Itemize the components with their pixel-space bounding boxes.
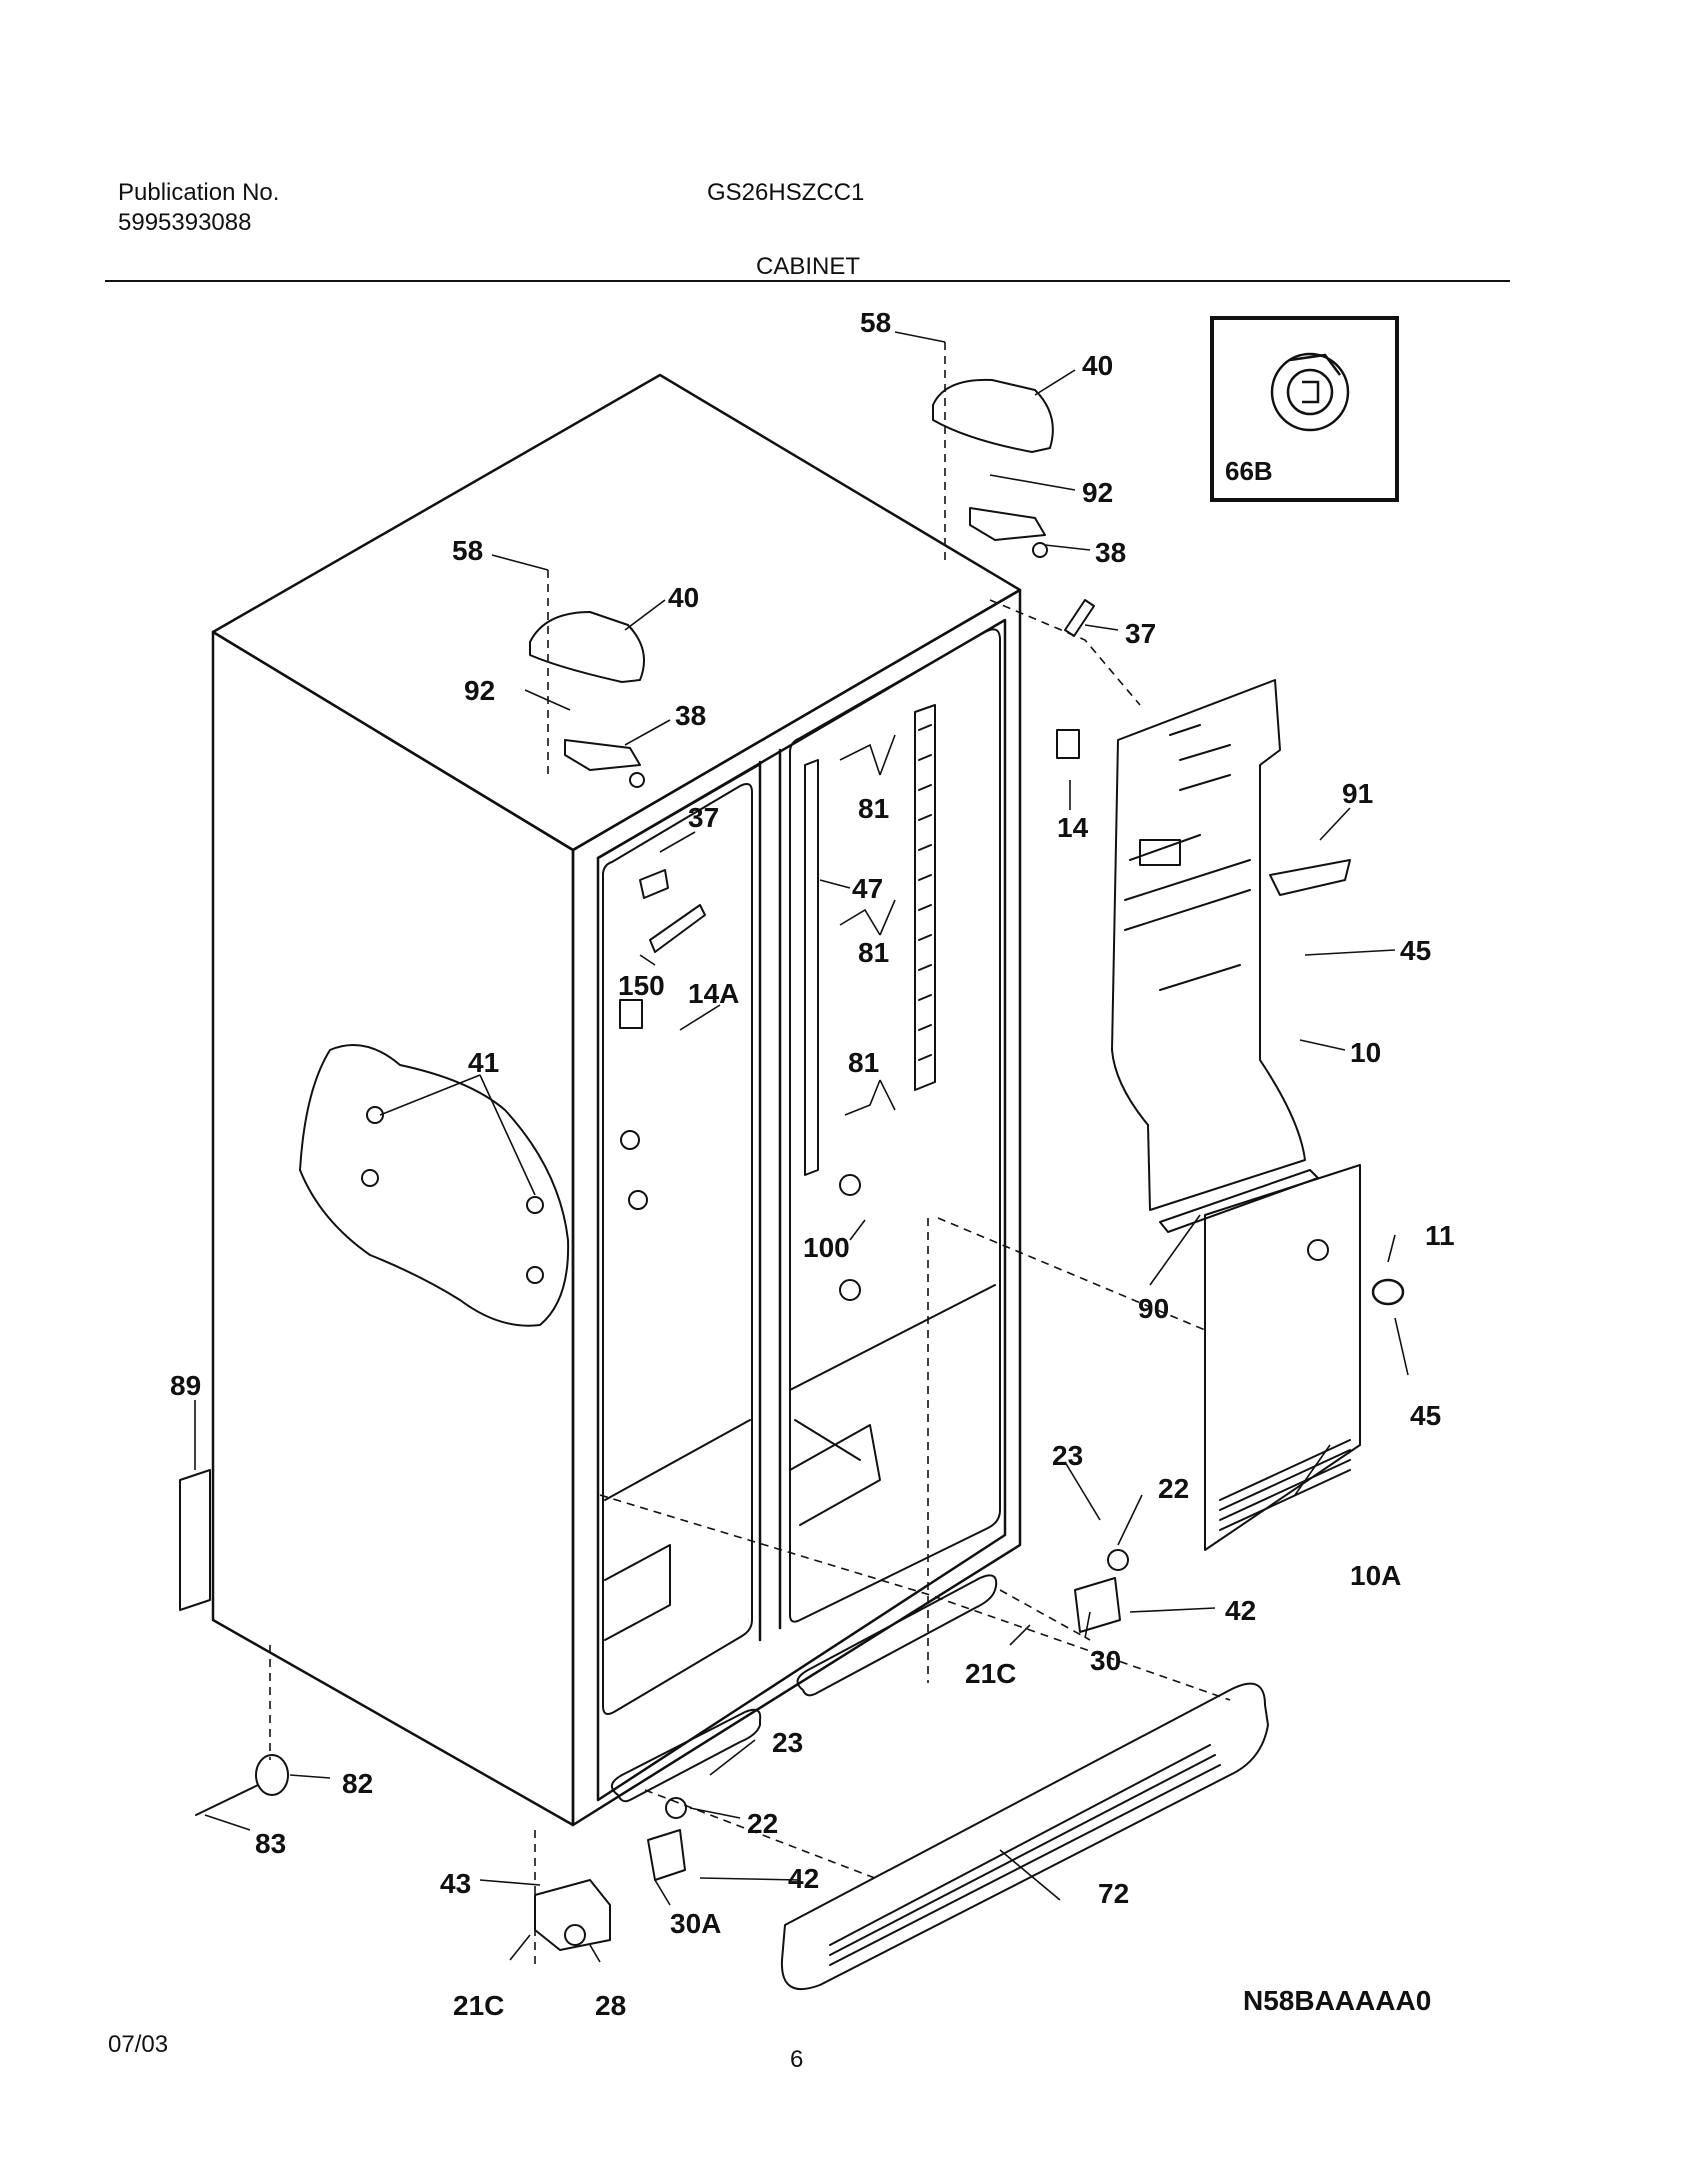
callout-23b: 23	[772, 1727, 803, 1758]
callout-11: 11	[1425, 1220, 1455, 1251]
publication-number: 5995393088	[118, 209, 252, 236]
callout-91: 91	[1342, 778, 1373, 809]
callout-22a: 22	[1158, 1473, 1189, 1504]
callout-81a: 81	[858, 793, 889, 824]
callout-38b: 38	[675, 700, 706, 731]
freezer-liner	[602, 783, 753, 1715]
leveling-leg	[195, 1754, 289, 1816]
model-number: GS26HSZCC1	[707, 179, 865, 206]
roller-bracket-left	[534, 1879, 611, 1951]
access-cover	[1204, 1164, 1361, 1551]
inset-66b: 66B	[1210, 316, 1399, 502]
callout-42b: 42	[788, 1863, 819, 1894]
callout-38a: 38	[1095, 537, 1126, 568]
callout-40a: 40	[1082, 350, 1113, 381]
callout-45b: 45	[1410, 1400, 1441, 1431]
inset-label: 66B	[1225, 456, 1273, 486]
callout-37b: 37	[688, 802, 719, 833]
callout-21Cb: 21C	[453, 1990, 504, 2021]
callout-30: 30	[1090, 1645, 1121, 1676]
callout-43: 43	[440, 1868, 471, 1899]
top-hinge-left	[529, 611, 645, 788]
callout-92a: 92	[1082, 477, 1113, 508]
callout-92b: 92	[464, 675, 495, 706]
callout-28: 28	[595, 1990, 626, 2021]
callout-21Ca: 21C	[965, 1658, 1016, 1689]
callout-14: 14	[1057, 812, 1089, 843]
bottom-grille-recesses	[611, 1574, 998, 1803]
toe-grille	[780, 1682, 1269, 1990]
callout-82: 82	[342, 1768, 373, 1799]
callout-58b: 58	[452, 535, 483, 566]
callout-47: 47	[852, 873, 883, 904]
callout-90: 90	[1138, 1293, 1169, 1324]
publication-label: Publication No.	[118, 179, 280, 206]
callout-23a: 23	[1052, 1440, 1083, 1471]
gasket-strip	[1159, 1169, 1319, 1233]
footer-date: 07/03	[108, 2031, 169, 2058]
top-hinge-right	[932, 378, 1054, 558]
callout-30A: 30A	[670, 1908, 721, 1939]
callout-42a: 42	[1225, 1595, 1256, 1626]
bracket	[179, 1469, 211, 1611]
callout-labels: 58 40 92 38 37 58 40 92 38 37 14 91 81 4…	[170, 307, 1455, 2021]
callout-81c: 81	[848, 1047, 879, 1078]
callout-83: 83	[255, 1828, 286, 1859]
page-number: 6	[790, 2046, 804, 2073]
callout-81b: 81	[858, 937, 889, 968]
assembly-lines	[269, 342, 1231, 1965]
roller-bracket-center	[647, 1797, 687, 1881]
callout-leaders	[194, 331, 1409, 1963]
shelf-ladders	[804, 704, 936, 1176]
cabinet-body	[211, 373, 1022, 1827]
section-title: CABINET	[756, 253, 861, 280]
diagram-code: N58BAAAAA0	[1243, 1985, 1431, 2016]
callout-37a: 37	[1125, 618, 1156, 649]
callout-89: 89	[170, 1370, 201, 1401]
roller-bracket-right	[1074, 1549, 1129, 1633]
callout-10A: 10A	[1350, 1560, 1401, 1591]
callout-150: 150	[618, 970, 665, 1001]
callout-10: 10	[1350, 1037, 1381, 1068]
header-rule	[105, 280, 1510, 282]
callout-14A: 14A	[688, 978, 739, 1009]
side-cutaway	[299, 1044, 570, 1327]
air-baffle	[1111, 679, 1306, 1211]
callout-45a: 45	[1400, 935, 1431, 966]
o-ring	[1371, 1278, 1405, 1306]
fresh-food-liner	[789, 628, 1001, 1623]
callout-100: 100	[803, 1232, 850, 1263]
callout-40b: 40	[668, 582, 699, 613]
callout-22b: 22	[747, 1808, 778, 1839]
callout-41: 41	[468, 1047, 499, 1078]
callout-58a: 58	[860, 307, 891, 338]
callout-72: 72	[1098, 1878, 1129, 1909]
